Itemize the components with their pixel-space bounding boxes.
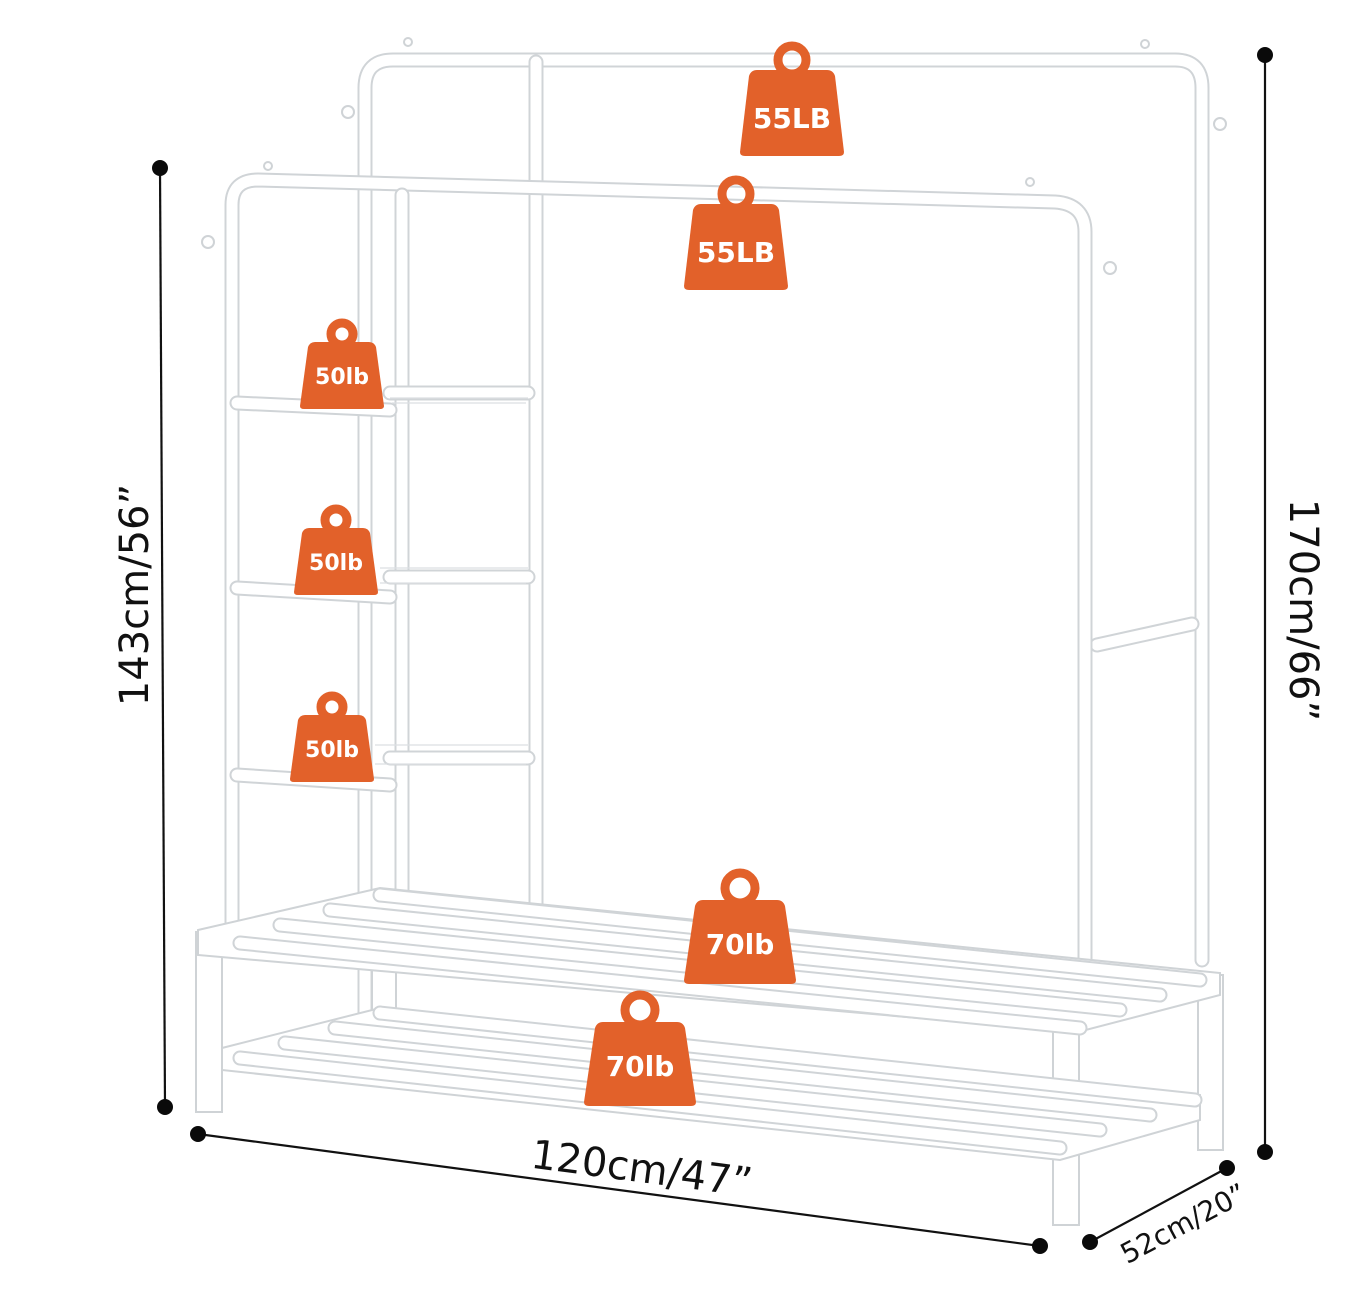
weight-label: 70lb	[606, 1050, 675, 1083]
weight-icon	[300, 342, 384, 409]
dimension-front-height-label: 143cm/56”	[112, 484, 158, 706]
dimension-endpoint	[1219, 1160, 1235, 1176]
weight-shelf-top: 50lb	[300, 318, 384, 409]
weight-front-rail: 55LB	[684, 175, 788, 290]
dimension-total-height: 170cm/66”	[1257, 47, 1326, 1160]
weight-label: 50lb	[309, 551, 363, 576]
weight-icon	[684, 204, 788, 290]
weight-hook-icon	[316, 691, 348, 723]
dimension-endpoint	[1257, 1144, 1273, 1160]
dimension-endpoint	[157, 1099, 173, 1115]
weight-icon	[290, 715, 374, 782]
dimension-endpoint	[152, 160, 168, 176]
dimension-endpoint	[1257, 47, 1273, 63]
weight-hook-icon	[326, 318, 358, 350]
weight-rear-rail: 55LB	[740, 41, 844, 156]
weight-label: 50lb	[305, 738, 359, 763]
side-shelves	[229, 385, 536, 793]
weight-icon	[294, 528, 378, 595]
weight-upper-shoe-rack: 70lb	[684, 868, 796, 984]
weight-icon	[684, 900, 796, 984]
weight-hook-icon	[320, 504, 352, 536]
weight-shelf-middle: 50lb	[294, 504, 378, 595]
weight-label: 50lb	[315, 365, 369, 390]
weight-hook-icon	[720, 868, 760, 908]
dimension-front-height: 143cm/56”	[112, 160, 173, 1115]
weight-shelf-bottom: 50lb	[290, 691, 374, 782]
dimension-endpoint	[190, 1126, 206, 1142]
weight-icon	[740, 70, 844, 156]
dimension-width-label: 120cm/47”	[528, 1132, 755, 1207]
weight-lower-shoe-rack: 70lb	[584, 990, 696, 1106]
dimension-total-height-label: 170cm/66”	[1280, 499, 1326, 721]
weight-label: 70lb	[706, 928, 775, 961]
dimension-depth: 52cm/20”	[1082, 1160, 1252, 1271]
weight-hook-icon	[620, 990, 660, 1030]
weight-icon	[584, 1022, 696, 1106]
dimension-endpoint	[1082, 1234, 1098, 1250]
weight-label: 55LB	[697, 236, 775, 269]
dimension-endpoint	[1032, 1238, 1048, 1254]
weight-label: 55LB	[753, 102, 831, 135]
